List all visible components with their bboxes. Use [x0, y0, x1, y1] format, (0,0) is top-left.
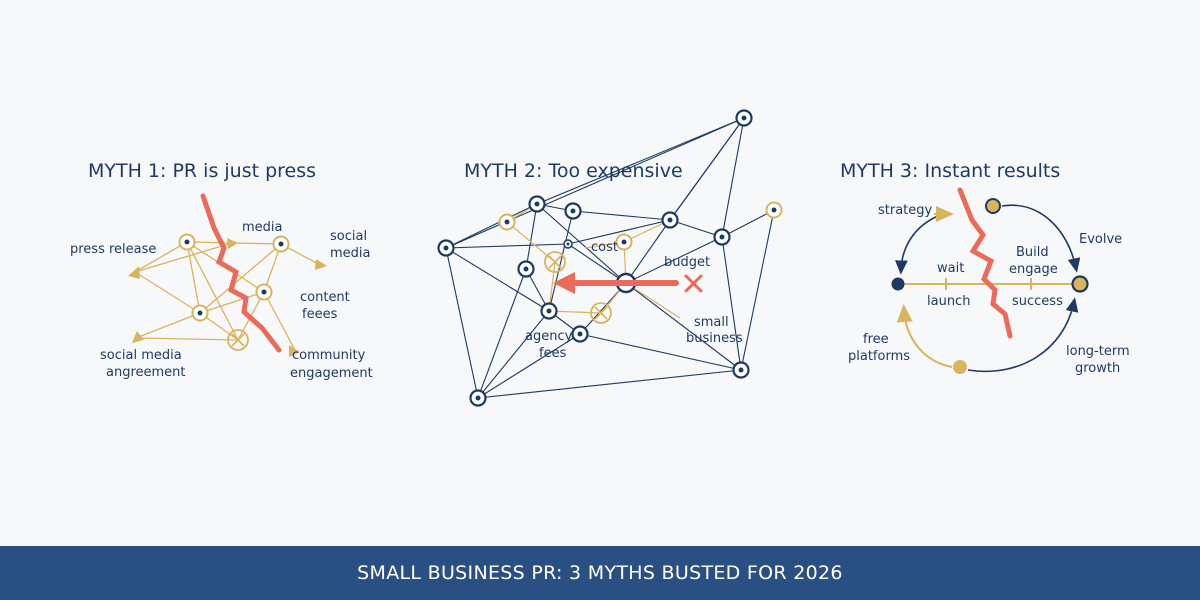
label-free-platforms-2: platforms [848, 349, 910, 364]
node-icon [469, 389, 487, 407]
arrow-head-icon [289, 345, 300, 357]
node-icon [765, 201, 783, 219]
label-social-media-engagement-2: angreement [106, 365, 186, 380]
node-icon [191, 304, 209, 322]
label-content-fees-2: feees [302, 307, 338, 322]
label-community-2: engagement [290, 366, 373, 381]
node-icon [178, 233, 196, 251]
myth1-title: MYTH 1: PR is just press [88, 160, 316, 182]
label-media: media [242, 220, 283, 235]
label-build-engage-2: engage [1009, 262, 1058, 277]
node-icon [571, 325, 589, 343]
label-long-term-1: long-term [1066, 344, 1130, 359]
node-icon [615, 233, 633, 251]
node-icon [661, 211, 679, 229]
crack-icon [200, 193, 282, 353]
crossed-node-icon [227, 329, 249, 351]
label-wait: wait [937, 261, 964, 276]
label-social-media-2: media [330, 246, 371, 261]
label-community-1: community [292, 348, 366, 363]
top-node-icon [985, 198, 1001, 214]
node-icon [564, 202, 582, 220]
node-icon [732, 361, 750, 379]
myth3-title: MYTH 3: Instant results [840, 160, 1060, 182]
node-icon [713, 228, 731, 246]
label-small-business-1: small [694, 315, 729, 330]
label-launch: launch [927, 294, 970, 309]
node-icon [498, 213, 516, 231]
arrow-head-icon [315, 259, 327, 270]
cycle-arc-bottom-right [967, 297, 1079, 373]
node-icon [735, 109, 753, 127]
label-free-platforms-1: free [863, 332, 889, 347]
label-social-media-1: social [330, 229, 367, 244]
label-cost: cost [591, 240, 618, 255]
end-node-icon [1071, 275, 1089, 293]
node-icon [437, 239, 455, 257]
myth2-title: MYTH 2: Too expensive [464, 160, 683, 182]
node-icon [255, 283, 273, 301]
myths-diagram: MYTH 1: PR is just press [70, 109, 1130, 407]
cycle-arc-top-left [895, 215, 939, 275]
myth1-connections [134, 241, 323, 351]
arrow-head-icon [132, 331, 144, 343]
node-icon [540, 302, 558, 320]
node-icon [272, 235, 290, 253]
label-social-media-engagement-1: social media [100, 348, 182, 363]
red-arrow-head-icon [553, 272, 575, 294]
label-budget: budget [664, 255, 710, 270]
crack-icon [957, 187, 1013, 339]
node-icon [563, 239, 573, 249]
label-agency-fees-1: agency [525, 329, 573, 344]
crossed-node-icon [590, 302, 612, 324]
banner-title: SMALL BUSINESS PR: 3 MYTHS BUSTED FOR 20… [357, 562, 843, 584]
x-mark-icon [684, 274, 703, 293]
label-agency-fees-2: fees [539, 346, 567, 361]
myth3-panel: MYTH 3: Instant results strategy Evolve … [840, 160, 1130, 376]
label-press-release: press release [70, 242, 156, 257]
footer-banner: SMALL BUSINESS PR: 3 MYTHS BUSTED FOR 20… [0, 546, 1200, 600]
label-evolve: Evolve [1079, 232, 1122, 247]
bottom-node-icon [953, 360, 967, 374]
myth2-panel: MYTH 2: Too expensive [437, 109, 783, 407]
arrow-head-icon [128, 266, 140, 279]
node-icon [528, 195, 546, 213]
label-strategy: strategy [878, 203, 933, 218]
label-success: success [1012, 294, 1063, 309]
label-long-term-2: growth [1075, 361, 1120, 376]
node-icon [517, 260, 535, 278]
cycle-arc-top-right [1001, 204, 1081, 273]
myth1-panel: MYTH 1: PR is just press [70, 160, 373, 381]
arrow-head-icon [227, 238, 238, 249]
start-node-icon [891, 277, 905, 291]
label-content-fees-1: content [300, 290, 350, 305]
crossed-node-icon [544, 251, 566, 273]
label-small-business-2: business [686, 331, 743, 346]
cycle-arc-bottom-left [896, 304, 953, 368]
label-build-engage-1: Build [1016, 245, 1049, 260]
